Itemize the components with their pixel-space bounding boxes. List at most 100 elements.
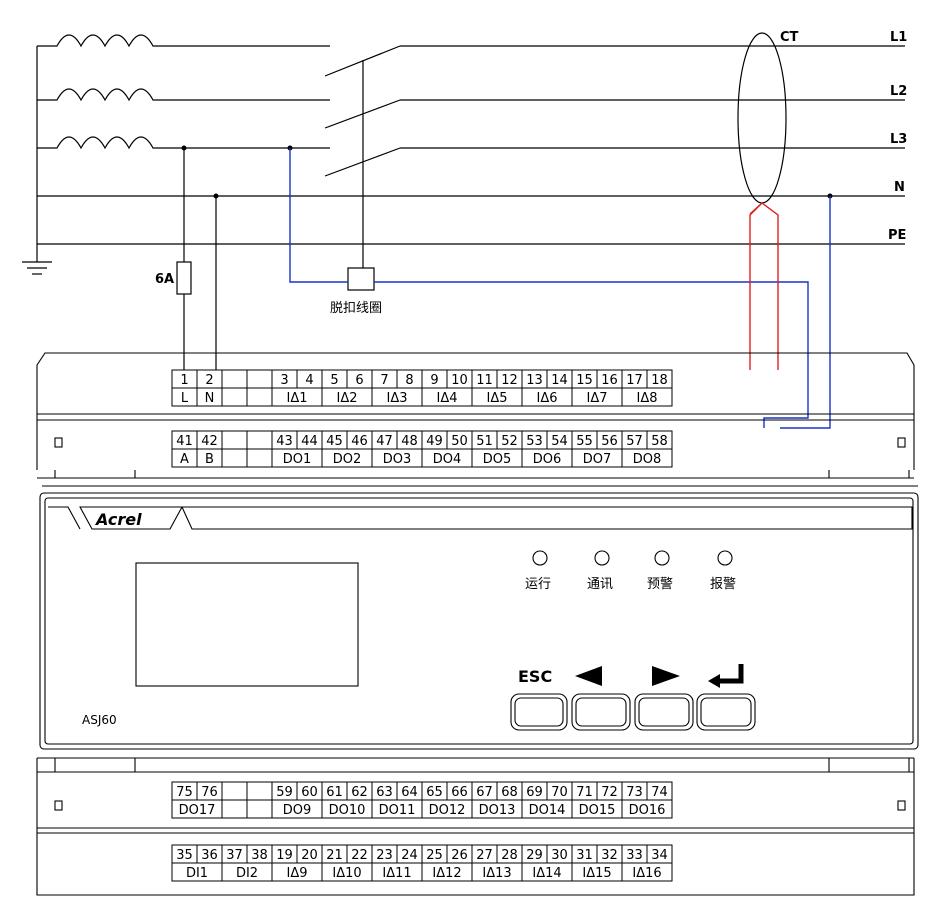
terminal-number: 20 [301,848,318,863]
right-button[interactable] [634,693,694,731]
terminal-cell [221,369,248,389]
esc-button[interactable] [510,693,568,731]
terminal-label: IΔ15 [582,866,611,881]
terminal-number: 8 [405,373,413,388]
terminal-number: 29 [526,848,543,863]
terminal-number: 4 [305,373,313,388]
terminal-label-cell [221,387,248,407]
terminal-number: 19 [276,848,293,863]
coil-label: 脱扣线圈 [330,301,382,316]
terminal-label: IΔ11 [382,866,411,881]
indicator-comm: 通讯 [587,577,613,592]
terminal-number: 31 [576,848,593,863]
terminal-label-cell [621,862,673,882]
terminal-label: IΔ6 [537,391,558,406]
right-arrow-icon [652,666,680,686]
terminal-number: 49 [426,434,443,449]
left-arrow-icon [575,666,602,686]
terminal-label: DO9 [283,803,312,818]
terminal-label: IΔ14 [532,866,561,881]
terminal-number: 10 [451,373,468,388]
terminal-number: 36 [201,848,218,863]
terminal-number: 34 [651,848,668,863]
terminal-number: 61 [326,785,343,800]
terminal-number: 2 [205,373,213,388]
terminal-number: 70 [551,785,568,800]
terminal-number: 71 [576,785,593,800]
terminal-label: IΔ9 [287,866,308,881]
terminal-number: 44 [301,434,318,449]
terminal-label: IΔ2 [337,391,358,406]
terminal-number: 59 [276,785,293,800]
terminal-number: 24 [401,848,418,863]
l2-label: L2 [890,84,907,99]
esc-label: ESC [518,667,552,686]
device-body [36,352,919,896]
terminal-label: IΔ8 [637,391,658,406]
terminal-cell [246,369,273,389]
terminal-number: 62 [351,785,368,800]
terminal-number: 75 [176,785,193,800]
terminal-label: IΔ4 [437,391,458,406]
terminal-number: 67 [476,785,493,800]
terminal-label: DO1 [283,452,312,467]
indicator-alarm: 报警 [710,576,736,592]
terminal-label: IΔ5 [487,391,508,406]
terminal-label-cell [246,448,273,468]
terminal-number: 26 [451,848,468,863]
terminal-number: 58 [651,434,668,449]
terminal-label: DO7 [583,452,612,467]
terminal-number: 54 [551,434,568,449]
terminal-number: 43 [276,434,293,449]
n-label: N [894,180,905,195]
terminal-label: DO11 [379,803,416,818]
terminal-number: 65 [426,785,443,800]
terminal-number: 16 [601,373,618,388]
terminal-label: A [180,452,189,467]
terminal-number: 7 [380,373,388,388]
terminal-label-cell [621,387,673,407]
terminal-label: DO4 [433,452,462,467]
terminal-label-cell [221,448,248,468]
terminal-label: IΔ13 [482,866,511,881]
terminal-cell [246,430,273,450]
terminal-number: 23 [376,848,393,863]
left-button[interactable] [571,693,631,731]
terminal-number: 56 [601,434,618,449]
pe-label: PE [888,228,906,243]
terminal-number: 28 [501,848,518,863]
enter-button[interactable] [696,693,756,731]
terminal-number: 1 [180,373,188,388]
terminal-number: 52 [501,434,518,449]
terminal-number: 22 [351,848,368,863]
terminal-label-cell [621,799,673,819]
terminal-number: 6 [355,373,363,388]
terminal-number: 33 [626,848,643,863]
terminal-label: DO6 [533,452,562,467]
terminal-number: 76 [201,785,218,800]
terminal-number: 13 [526,373,543,388]
terminal-number: 73 [626,785,643,800]
terminal-number: 9 [430,373,438,388]
terminal-label: DO5 [483,452,512,467]
terminal-label: B [205,452,214,467]
terminal-cell [221,781,248,801]
terminal-number: 32 [601,848,618,863]
terminal-label: DO2 [333,452,362,467]
brand-logo: Acrel [94,510,142,529]
fuse-label: 6A [155,272,174,287]
l1-label: L1 [890,30,907,45]
terminal-number: 17 [626,373,643,388]
terminal-number: 12 [501,373,518,388]
terminal-label: DO8 [633,452,662,467]
indicator-prealarm: 预警 [647,576,673,592]
terminal-label-cell [246,799,273,819]
terminal-number: 53 [526,434,543,449]
terminal-label: IΔ12 [432,866,461,881]
terminal-number: 37 [226,848,243,863]
terminal-number: 55 [576,434,593,449]
terminal-number: 46 [351,434,368,449]
